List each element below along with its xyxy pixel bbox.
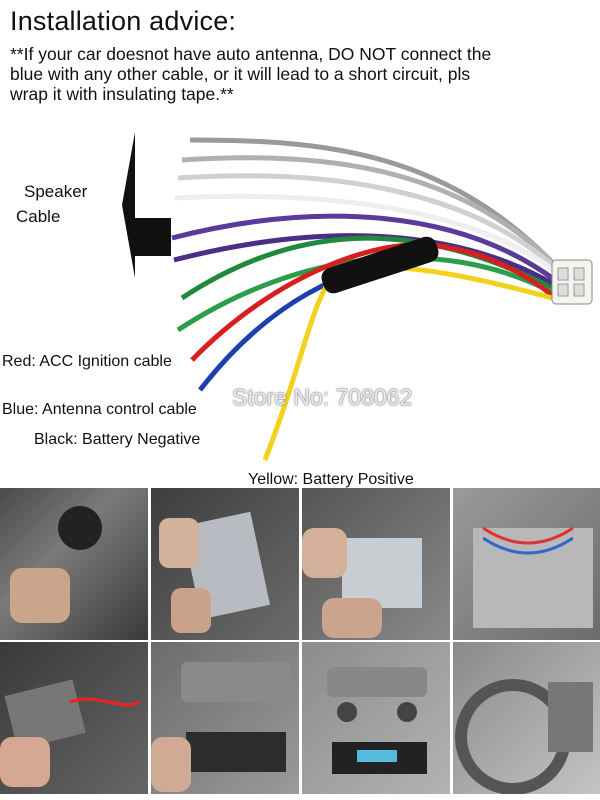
photo-pull-radio <box>151 488 299 640</box>
wire-connector <box>551 259 593 305</box>
warning-notice: **If your car doesnot have auto antenna,… <box>10 44 600 104</box>
fuse-holder <box>321 236 439 294</box>
black-wire-label: Black: Battery Negative <box>34 431 201 448</box>
photo-installed-radio <box>302 642 450 794</box>
notice-line-1: **If your car doesnot have auto antenna,… <box>10 44 492 64</box>
cable-label: Cable <box>16 207 61 226</box>
page-title: Installation advice: <box>10 6 237 36</box>
photo-cage-insert <box>302 488 450 640</box>
speaker-label: Speaker <box>24 182 88 201</box>
notice-line-2: blue with any other cable, or it will le… <box>10 64 471 84</box>
photo-connect-wiring <box>0 642 148 794</box>
notice-line-3: wrap it with insulating tape.** <box>10 84 234 104</box>
speaker-arrow-icon <box>122 132 171 278</box>
store-watermark: Store No: 708062 <box>232 384 413 410</box>
yellow-wire-label: Yellow: Battery Positive <box>248 471 414 488</box>
red-wire-label: Red: ACC Ignition cable <box>2 353 172 370</box>
blue-wire-label: Blue: Antenna control cable <box>2 401 197 418</box>
photo-empty-slot <box>453 488 600 640</box>
photo-remove-panel <box>0 488 148 640</box>
wiring-harness-diagram <box>122 132 593 461</box>
photo-dashboard-view <box>453 642 600 794</box>
photo-insert-radio <box>151 642 299 794</box>
installation-photo-grid <box>0 488 600 800</box>
